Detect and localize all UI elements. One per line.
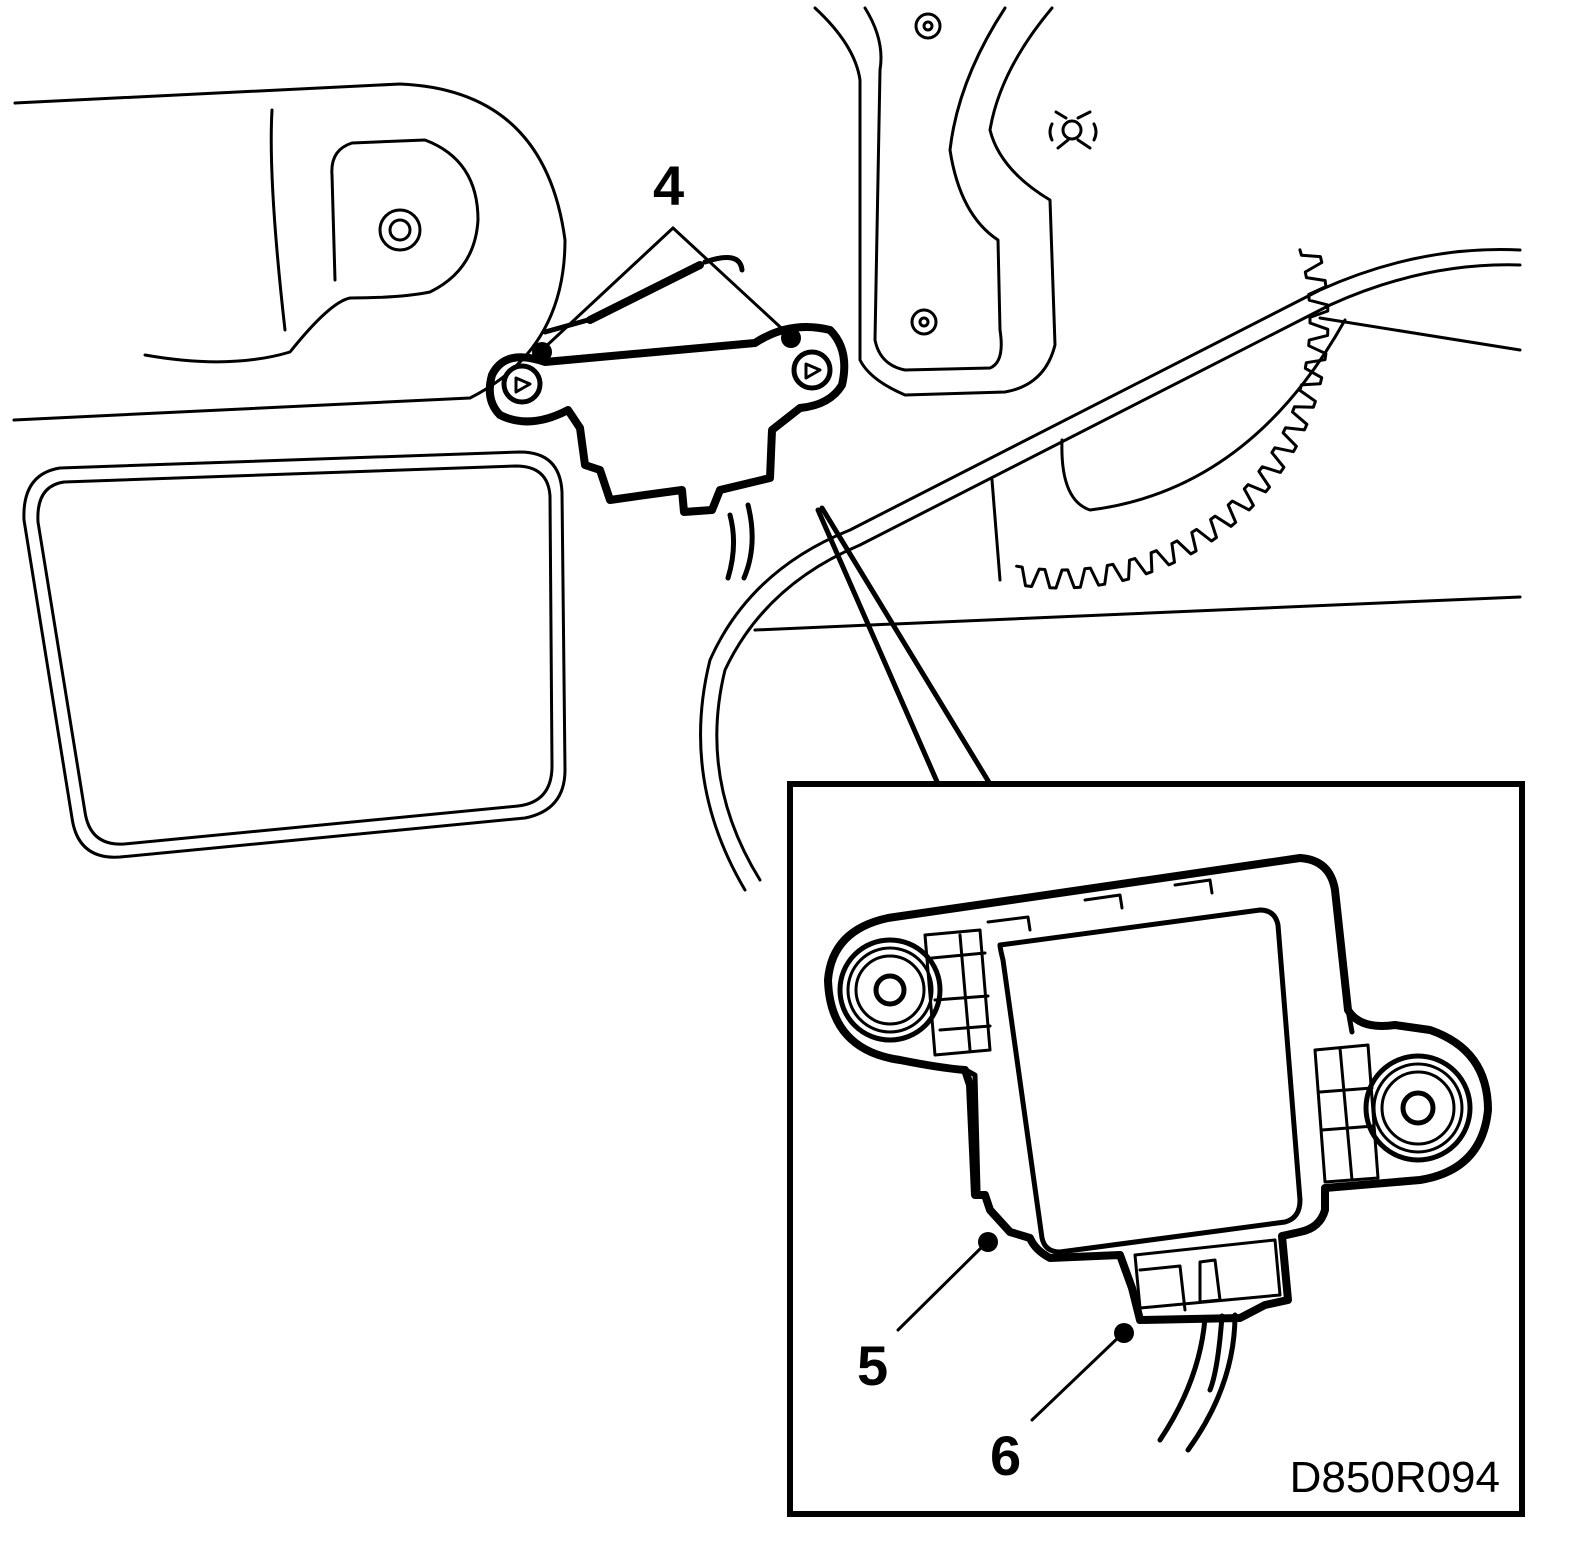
callout-label-4: 4: [653, 154, 684, 217]
window-regulator-gear: [990, 248, 1522, 590]
mounting-hole-icon: [1363, 1053, 1473, 1163]
sensor-module-installed: [485, 255, 849, 581]
callout-5-leader: [896, 1232, 998, 1332]
callout-label-6: 6: [990, 1424, 1021, 1487]
bolt-head-icon: [914, 12, 942, 40]
detail-zoom-wedge: [815, 505, 993, 787]
callout-label-5: 5: [857, 1334, 888, 1397]
detail-inset-frame: [787, 781, 1525, 1517]
mounting-hole-icon: [837, 937, 943, 1043]
bolt-head-icon: [910, 308, 938, 336]
guide-rail: [699, 248, 1522, 892]
leader-dot: [781, 328, 801, 348]
panel-edge: [753, 595, 1522, 632]
leader-dot: [978, 1232, 998, 1252]
leader-dot: [1114, 1323, 1134, 1343]
bolt-head-icon: [378, 208, 422, 252]
vertical-bracket: [813, 6, 1098, 397]
fastener-icon: [1048, 110, 1098, 150]
upper-left-bracket: [12, 82, 567, 422]
window-opening: [22, 450, 567, 859]
callout-6-leader: [1030, 1323, 1134, 1422]
sensor-module-detail: [824, 854, 1492, 1453]
figure-code: D850R094: [1290, 1453, 1500, 1502]
leader-dot: [532, 342, 552, 362]
callout-4-leaders: [532, 226, 801, 362]
